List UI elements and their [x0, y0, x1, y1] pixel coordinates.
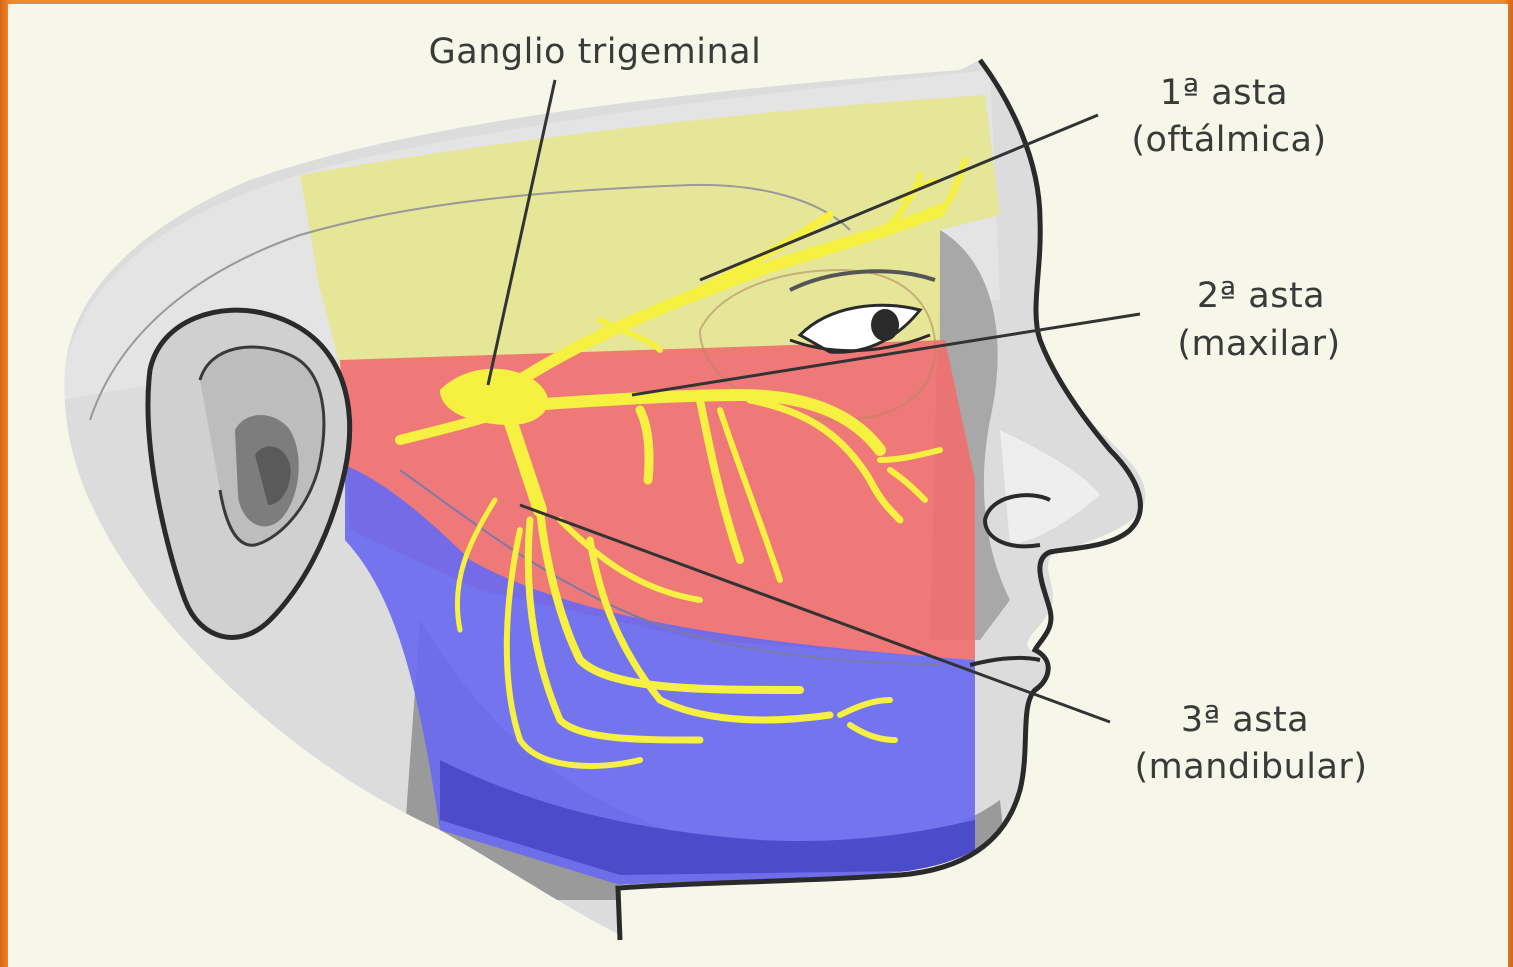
label-branch1-name: (oftálmica)	[1131, 120, 1326, 160]
label-ganglion: Ganglio trigeminal	[429, 32, 762, 72]
label-branch2-name: (maxilar)	[1177, 324, 1340, 364]
label-branch3-name: (mandibular)	[1135, 747, 1368, 787]
label-branch3-title: 3ª asta	[1181, 700, 1309, 740]
label-branch1-title: 1ª asta	[1160, 73, 1288, 113]
label-branch2-title: 2ª asta	[1197, 276, 1325, 316]
